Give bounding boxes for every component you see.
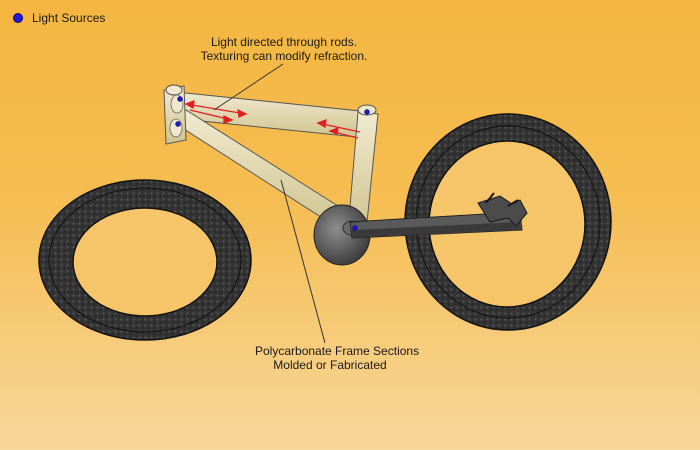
callout-frame-sections: Polycarbonate Frame Sections Molded or F… — [255, 344, 420, 372]
light-source-dot — [13, 13, 23, 23]
callout-line: Light directed through rods. — [210, 35, 358, 49]
callout-line: Texturing can modify refraction. — [200, 49, 368, 63]
rear-wheel — [38, 179, 252, 341]
legend-label: Light Sources — [32, 11, 106, 25]
light-source-dot — [364, 109, 370, 115]
callout-line: Polycarbonate Frame Sections — [255, 344, 420, 358]
light-source-dot — [352, 225, 358, 231]
callout-light-rods: Light directed through rods. Texturing c… — [199, 35, 369, 63]
callout-line: Molded or Fabricated — [273, 358, 387, 372]
callout-leader-frame — [280, 179, 326, 344]
light-source-markers — [175, 96, 370, 231]
front-dropout — [477, 195, 528, 227]
rear-wheel-opening — [72, 207, 218, 317]
callout-leader-light-rods — [213, 63, 284, 111]
polycarbonate-frame — [163, 84, 379, 233]
light-source-dot — [175, 121, 181, 127]
chain-stay — [349, 192, 528, 239]
legend: Light Sources — [13, 11, 105, 25]
light-source-dot — [177, 96, 183, 102]
